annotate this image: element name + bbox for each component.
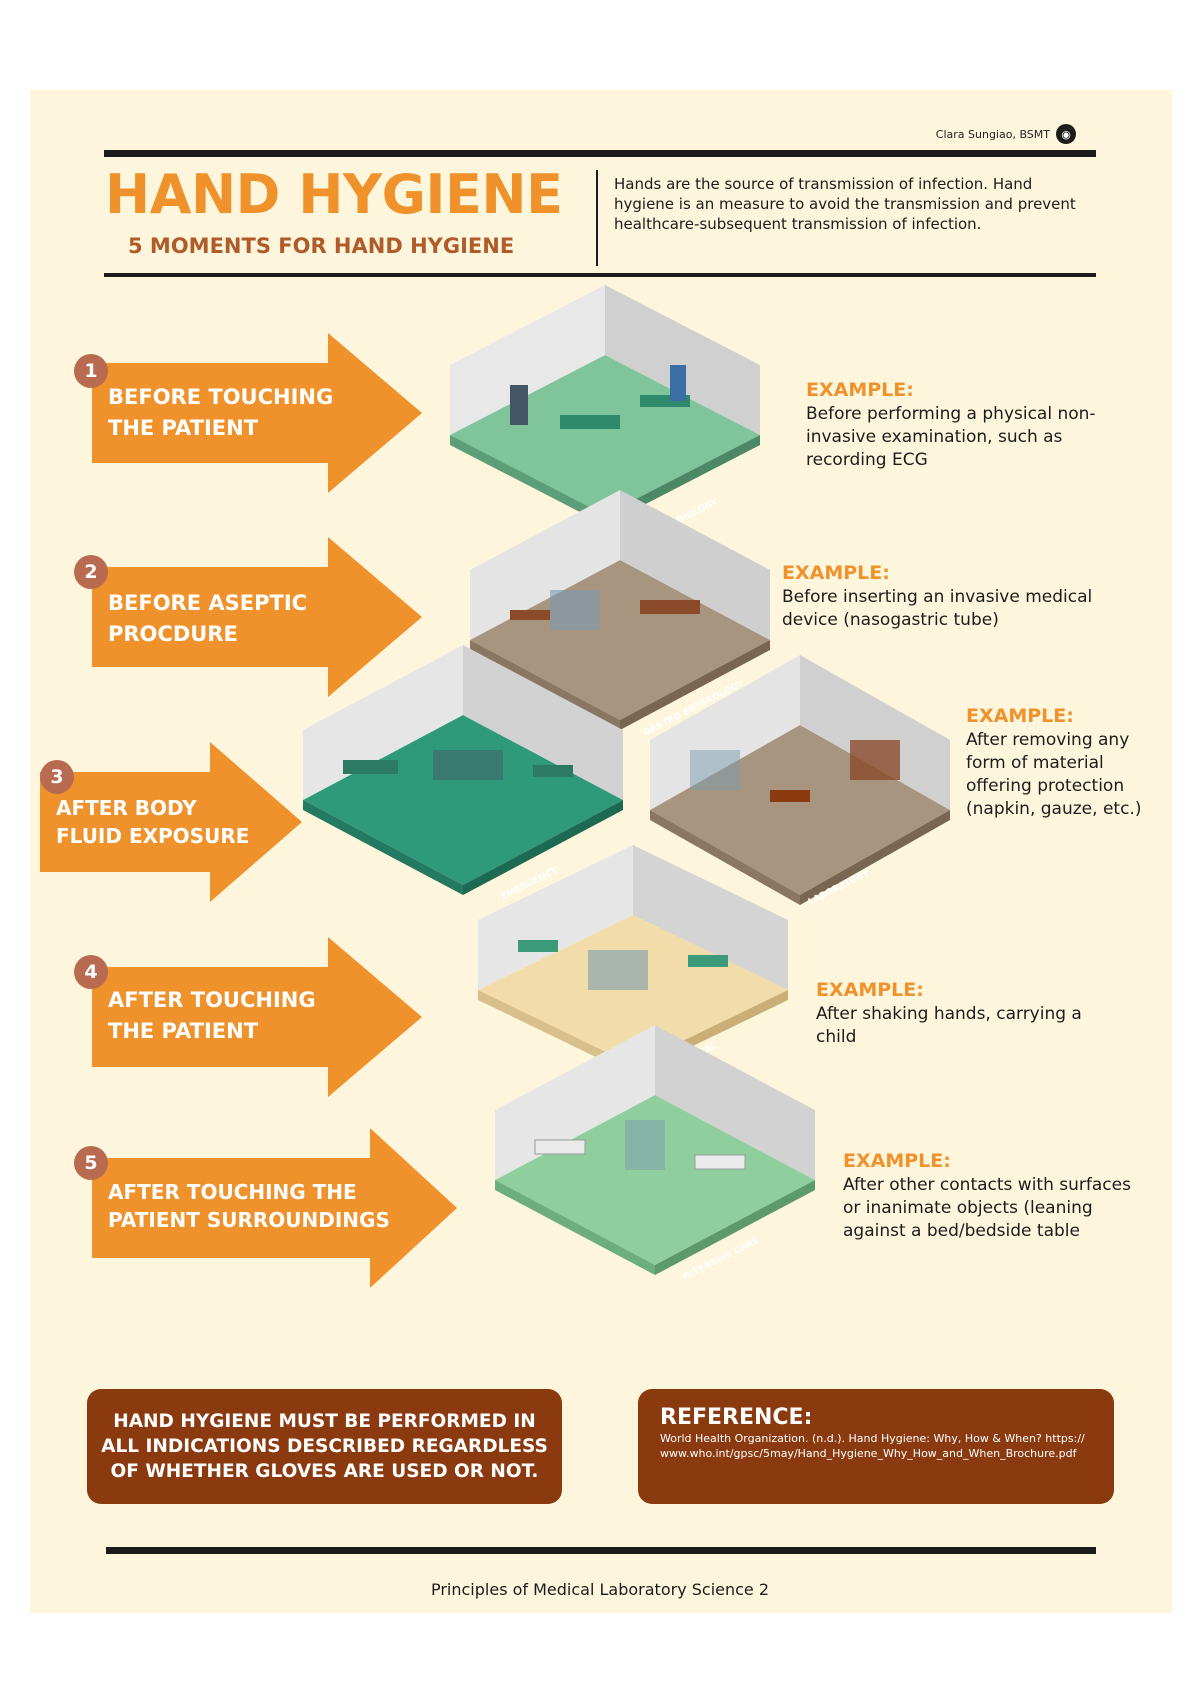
moment-1-example-text: Before performing a physical non-invasiv…: [806, 404, 1096, 470]
cardiology-room-illustration: CARDIOLOGY: [450, 285, 760, 560]
gloves-note-box: HAND HYGIENE MUST BE PERFORMED IN ALL IN…: [87, 1389, 562, 1504]
reference-box: REFERENCE: World Health Organization. (n…: [638, 1389, 1114, 1504]
intro-text: Hands are the source of transmission of …: [614, 175, 1076, 233]
moment-1-example-heading: EXAMPLE:: [806, 379, 914, 401]
moment-1-label: BEFORE TOUCHING THE PATIENT: [108, 385, 334, 440]
moment-4-label: AFTER TOUCHING THE PATIENT: [108, 988, 316, 1043]
moment-4-example: EXAMPLE: After shaking hands, carrying a…: [816, 977, 1116, 1049]
author-name: Clara Sungiao, BSMT: [935, 127, 1050, 141]
moment-5-arrow: [92, 1128, 457, 1288]
moment-2-label: BEFORE ASEPTIC PROCDURE: [108, 591, 308, 646]
moment-3-example-text: After removing any form of material offe…: [966, 730, 1142, 819]
moment-1-number: 1: [74, 354, 108, 388]
gastroenterology-room-illustration: GASTRO ENTEROLOGY: [470, 490, 770, 750]
top-rule: [104, 150, 1096, 157]
moment-3-arrow: [40, 742, 302, 902]
moment-4-example-heading: EXAMPLE:: [816, 979, 924, 1001]
hospital-room-illustration: HOSPITAL: [478, 845, 788, 1080]
moment-2-example-heading: EXAMPLE:: [782, 562, 890, 584]
moment-3-example: EXAMPLE: After removing any form of mate…: [966, 703, 1166, 821]
footer-rule: [106, 1547, 1096, 1554]
author-credit: Clara Sungiao, BSMT ◉: [936, 124, 1076, 144]
moment-2-example: EXAMPLE: Before inserting an invasive me…: [782, 560, 1112, 632]
moment-3-number: 3: [40, 760, 74, 794]
moment-1-example: EXAMPLE: Before performing a physical no…: [806, 377, 1116, 472]
moment-5-label: AFTER TOUCHING THE PATIENT SURROUNDINGS: [108, 1180, 390, 1232]
moment-3-example-heading: EXAMPLE:: [966, 705, 1074, 727]
moment-2-number: 2: [74, 555, 108, 589]
moment-3-label: AFTER BODY FLUID EXPOSURE: [56, 796, 250, 848]
moment-2-example-text: Before inserting an invasive medical dev…: [782, 587, 1093, 630]
moment-5-example-text: After other contacts with surfaces or in…: [843, 1175, 1131, 1241]
intensive-care-room-illustration: INTENSIVE CARE: [495, 1025, 815, 1290]
reference-heading: REFERENCE:: [660, 1405, 813, 1430]
header-divider: [596, 170, 598, 266]
moment-2-arrow: [92, 537, 422, 697]
header-bottom-rule: [104, 273, 1096, 277]
reference-text: World Health Organization. (n.d.). Hand …: [660, 1432, 1085, 1460]
moment-5-example-heading: EXAMPLE:: [843, 1150, 951, 1172]
page-subtitle: 5 MOMENTS FOR HAND HYGIENE: [128, 234, 515, 258]
moment-4-number: 4: [74, 955, 108, 989]
footer-course-title: Principles of Medical Laboratory Science…: [430, 1580, 770, 1599]
moment-5-example: EXAMPLE: After other contacts with surfa…: [843, 1148, 1153, 1243]
moment-4-arrow: [92, 937, 422, 1097]
gloves-note-text: HAND HYGIENE MUST BE PERFORMED IN ALL IN…: [101, 1411, 548, 1482]
moment-4-example-text: After shaking hands, carrying a child: [816, 1004, 1082, 1047]
laboratory-room-illustration: LABORATORY: [650, 655, 950, 930]
author-badge-icon: ◉: [1056, 124, 1076, 144]
moment-1-arrow: [92, 333, 422, 493]
moment-5-number: 5: [74, 1146, 108, 1180]
page-title: HAND HYGIENE: [105, 163, 563, 226]
emergency-room-illustration: EMERGENCY: [303, 645, 623, 920]
